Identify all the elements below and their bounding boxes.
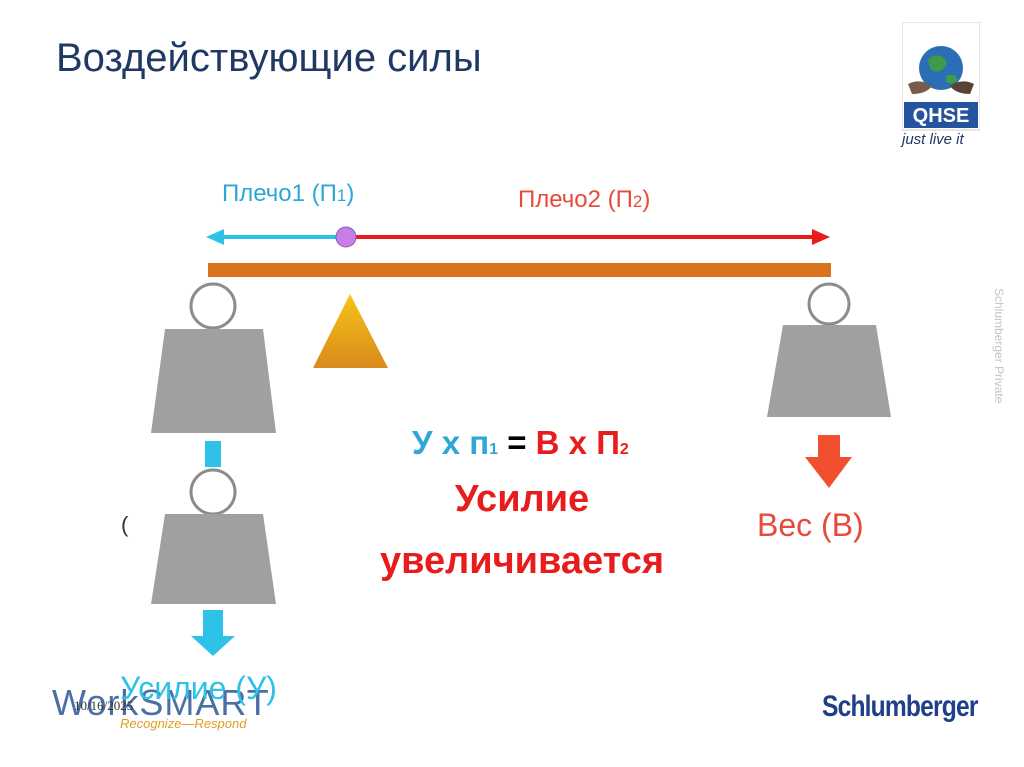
- lever-equation: У х п1 = В х П2: [412, 424, 629, 462]
- result-line-2: увеличивается: [340, 540, 704, 583]
- lever-beam: [208, 263, 831, 277]
- worksmart-tagline: Recognize—Respond: [120, 716, 246, 731]
- effort-weight-top: [151, 284, 276, 433]
- stray-text: (: [121, 512, 128, 538]
- arrow-down-icon: [805, 457, 852, 488]
- slide-date: 10/16/2025: [74, 698, 133, 714]
- arrow-down-icon: [191, 636, 235, 656]
- effort-weight-bottom: [151, 470, 276, 604]
- arm2-label: Плечо2 (П2): [518, 186, 650, 214]
- pivot-point: [336, 227, 356, 247]
- result-line-1: Усилие: [360, 478, 684, 521]
- arrow-left-icon: [206, 229, 224, 245]
- schlumberger-logo: Schlumberger: [822, 690, 978, 724]
- load-weight: [767, 284, 891, 417]
- effort-label: Усилие (У): [120, 670, 277, 707]
- arm1-label: Плечо1 (П1): [222, 180, 354, 208]
- arm2-arrow: [346, 229, 830, 245]
- arm1-arrow: [206, 229, 346, 245]
- effort-arrow: [191, 610, 235, 656]
- fulcrum: [313, 294, 388, 368]
- effort-connector: [205, 441, 221, 467]
- weight-label: Вес (В): [757, 507, 864, 544]
- arrow-right-icon: [812, 229, 830, 245]
- load-arrow: [805, 435, 852, 488]
